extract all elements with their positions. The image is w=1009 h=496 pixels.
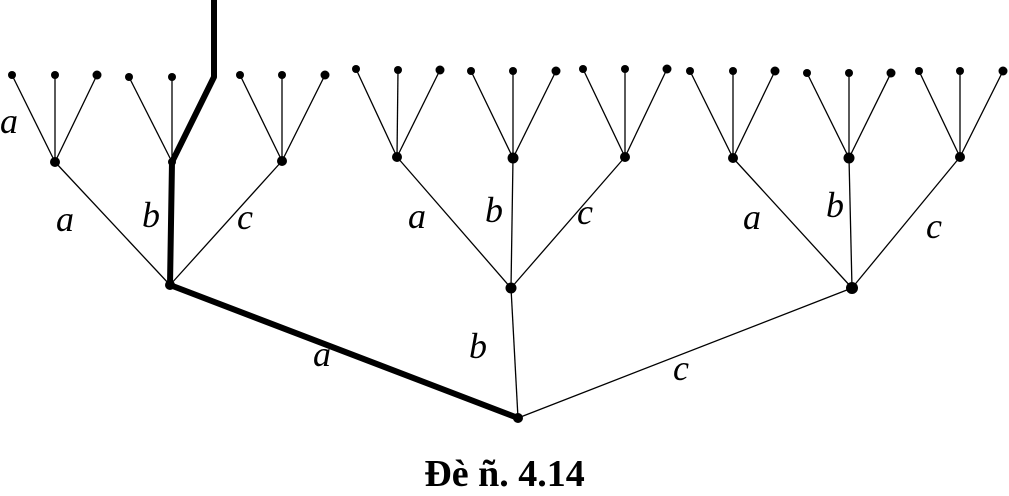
edge-l-c bbox=[169, 160, 283, 286]
node-m bbox=[505, 282, 517, 294]
edge-label-b: b bbox=[485, 190, 503, 230]
edge-label-b: b bbox=[826, 185, 844, 225]
edge-root-c bbox=[517, 287, 853, 419]
edge-m-b bbox=[510, 157, 514, 289]
edge-label-a: a bbox=[408, 196, 426, 236]
leaf-fan-7 bbox=[689, 70, 776, 159]
root-node bbox=[513, 413, 523, 423]
edge-r-b bbox=[848, 157, 853, 289]
edge-r-c bbox=[851, 156, 961, 289]
edge-label-a: a bbox=[0, 101, 18, 141]
leaf-fan-1 bbox=[11, 74, 98, 163]
nodes bbox=[8, 64, 1008, 423]
edge-root-b bbox=[510, 287, 519, 419]
edge-label-a: a bbox=[56, 199, 74, 239]
node-r bbox=[846, 282, 858, 294]
edge-label-c: c bbox=[926, 206, 942, 246]
leaf-fan-8 bbox=[806, 72, 892, 159]
leaf-fan-6 bbox=[582, 68, 668, 158]
node-l bbox=[165, 280, 175, 290]
edge-m-c bbox=[510, 156, 626, 289]
edge-label-a: a bbox=[313, 334, 331, 374]
leaf-fan-3 bbox=[239, 74, 326, 162]
edge-label-c: c bbox=[237, 197, 253, 237]
leaf-fan-4 bbox=[355, 68, 441, 158]
edge-label-c: c bbox=[673, 348, 689, 388]
edge-m-a bbox=[396, 156, 512, 289]
edge-label-b: b bbox=[142, 195, 160, 235]
edge-l-a bbox=[54, 161, 171, 286]
edge-r-a bbox=[732, 157, 853, 289]
leaf-fan-5 bbox=[470, 70, 557, 159]
highlighted-path bbox=[167, 0, 521, 421]
leaf-fan-9 bbox=[918, 70, 1004, 158]
figure-caption: Đè ñ. 4.14 bbox=[424, 453, 585, 495]
edge-label-a: a bbox=[743, 197, 761, 237]
edge-label-b: b bbox=[469, 326, 487, 366]
leaf-fan-2 bbox=[128, 76, 173, 163]
edge-label-c: c bbox=[577, 192, 593, 232]
